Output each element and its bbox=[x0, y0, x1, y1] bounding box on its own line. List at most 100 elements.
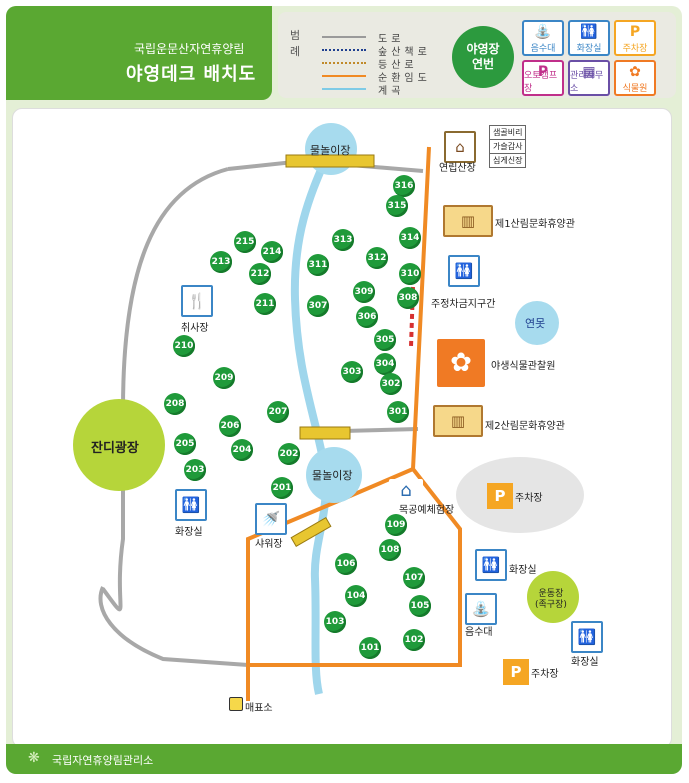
parking-mid-icon: P bbox=[487, 483, 513, 509]
footer-org: 국립자연휴양림관리소 bbox=[52, 754, 154, 767]
wood-craft-house-icon: ⌂ bbox=[389, 479, 423, 501]
campsite-deck-316: 316 bbox=[393, 175, 415, 197]
lodge-label: 연립산장 bbox=[439, 163, 476, 174]
restroom-mid-icon: 🚻 bbox=[475, 549, 507, 581]
legend-icon-label: 관리사무소 bbox=[570, 71, 604, 94]
legend-line-label: 순환임도 bbox=[378, 73, 431, 84]
campsite-deck-213: 213 bbox=[210, 251, 232, 273]
parking-bottom-icon: P bbox=[503, 659, 529, 685]
parking-mid-area bbox=[456, 457, 584, 533]
sports-field-shape bbox=[527, 571, 579, 623]
map-area: 물놀이장 물놀이장 잔디광장 연못 운동장 (족구장) ⌂ 연립산장 샘골비리 … bbox=[12, 108, 672, 748]
stream bbox=[290, 149, 333, 695]
legend-icon-glyph: P bbox=[537, 64, 549, 80]
lodge-house-icon: ⌂ bbox=[444, 131, 476, 163]
campsite-deck-306: 306 bbox=[356, 306, 378, 328]
ticket-booth-label: 매표소 bbox=[245, 703, 273, 714]
legend-heading: 범례 bbox=[289, 29, 301, 58]
campsite-deck-208: 208 bbox=[164, 393, 186, 415]
campsite-deck-307: 307 bbox=[307, 295, 329, 317]
campsite-deck-212: 212 bbox=[249, 263, 271, 285]
road-bottom bbox=[98, 586, 249, 667]
restroom-left-label: 화장실 bbox=[175, 527, 203, 538]
pond-shape bbox=[515, 301, 559, 345]
botanical-garden-icon: ✿ bbox=[437, 339, 485, 387]
bridge-top bbox=[285, 154, 375, 168]
cooking-icon: 🍴 bbox=[181, 285, 213, 317]
culture-hall-1-icon: ▥ bbox=[443, 205, 493, 237]
campsite-deck-305: 305 bbox=[374, 329, 396, 351]
restroom-icon: 🚻화장실 bbox=[568, 20, 610, 56]
pond-label: 연못 bbox=[525, 317, 546, 330]
campsite-deck-210: 210 bbox=[173, 335, 195, 357]
lodge-tag: 가슬갑사 bbox=[489, 139, 527, 154]
legend-icon-glyph: ✿ bbox=[629, 64, 641, 80]
campsite-deck-304: 304 bbox=[374, 353, 396, 375]
culture-hall-2-icon: ▥ bbox=[433, 405, 483, 437]
campsite-deck-309: 309 bbox=[353, 281, 375, 303]
page-title: 야영데크 배치도 bbox=[126, 64, 257, 85]
campsite-deck-308: 308 bbox=[397, 287, 419, 309]
legend-icon-label: 화장실 bbox=[576, 44, 602, 54]
cooking-label: 취사장 bbox=[181, 323, 209, 334]
legend-line-swatch bbox=[322, 75, 366, 77]
campsite-deck-214: 214 bbox=[261, 241, 283, 263]
campsite-deck-109: 109 bbox=[385, 514, 407, 536]
campsite-deck-106: 106 bbox=[335, 553, 357, 575]
legend-icon-label: 오토캠프장 bbox=[524, 71, 558, 94]
water-play-top-label: 물놀이장 bbox=[310, 144, 351, 157]
legend-line-label: 등산로 bbox=[378, 60, 418, 71]
legend-line-swatch bbox=[322, 62, 366, 64]
legend-line-label: 계곡 bbox=[378, 86, 405, 97]
legend-icon-glyph: P bbox=[629, 24, 641, 40]
campsite-deck-201: 201 bbox=[271, 477, 293, 499]
footer-bar: ❋ 국립자연휴양림관리소 bbox=[6, 744, 682, 774]
fountain-label: 음수대 bbox=[465, 627, 493, 638]
shower-icon: 🚿 bbox=[255, 503, 287, 535]
wild-garden-label: 야생식물관찰원 bbox=[491, 361, 556, 372]
campsite-deck-315: 315 bbox=[386, 195, 408, 217]
legend-line-swatch bbox=[322, 36, 366, 38]
campsite-deck-310: 310 bbox=[399, 263, 421, 285]
lodge-tag: 샘골비리 bbox=[489, 125, 527, 140]
restroom-left-icon: 🚻 bbox=[175, 489, 207, 521]
campsite-deck-209: 209 bbox=[213, 367, 235, 389]
campsite-deck-202: 202 bbox=[278, 443, 300, 465]
campsite-deck-206: 206 bbox=[219, 415, 241, 437]
sports-label: 운동장 (족구장) bbox=[535, 589, 567, 610]
campsite-deck-301: 301 bbox=[387, 401, 409, 423]
parking-bottom-label: 주차장 bbox=[531, 669, 559, 680]
bridge-bottom bbox=[290, 516, 332, 548]
campsite-deck-215: 215 bbox=[234, 231, 256, 253]
legend-icon-label: 식물원 bbox=[622, 84, 648, 94]
water-fountain-icon: ⛲음수대 bbox=[522, 20, 564, 56]
restroom-right-icon: 🚻 bbox=[571, 621, 603, 653]
campsite-deck-303: 303 bbox=[341, 361, 363, 383]
wood-craft-label: 목공예체험장 bbox=[399, 505, 455, 516]
map-paths bbox=[73, 123, 584, 701]
legend-line-label: 도로 bbox=[378, 34, 405, 45]
restroom-icon: 🚻 bbox=[448, 255, 480, 287]
campsite-deck-312: 312 bbox=[366, 247, 388, 269]
legend-icon-glyph: ▦ bbox=[582, 64, 596, 80]
campsite-deck-107: 107 bbox=[403, 567, 425, 589]
ticket-booth-icon bbox=[229, 697, 243, 711]
parking-ban-label: 주정차금지구간 bbox=[431, 299, 496, 310]
campsite-deck-104: 104 bbox=[345, 585, 367, 607]
campsite-deck-205: 205 bbox=[174, 433, 196, 455]
campsite-deck-105: 105 bbox=[409, 595, 431, 617]
title-panel: 국립운문산자연휴양림 야영데크 배치도 bbox=[6, 6, 272, 100]
road-left bbox=[101, 167, 229, 612]
water-play-bottom-label: 물놀이장 bbox=[312, 469, 353, 482]
campsite-deck-108: 108 bbox=[379, 539, 401, 561]
office-icon: ▦관리사무소 bbox=[568, 60, 610, 96]
restroom-right-label: 화장실 bbox=[571, 657, 599, 668]
legend-line-label: 숲산책로 bbox=[378, 47, 431, 58]
legend-line-swatch bbox=[322, 88, 366, 90]
campsite-deck-302: 302 bbox=[380, 373, 402, 395]
botanical-garden-icon: ✿ 식물원 bbox=[614, 60, 656, 96]
forest-name: 국립운문산자연휴양림 bbox=[134, 42, 245, 56]
culture-hall-1-label: 제1산림문화휴양관 bbox=[495, 219, 575, 230]
